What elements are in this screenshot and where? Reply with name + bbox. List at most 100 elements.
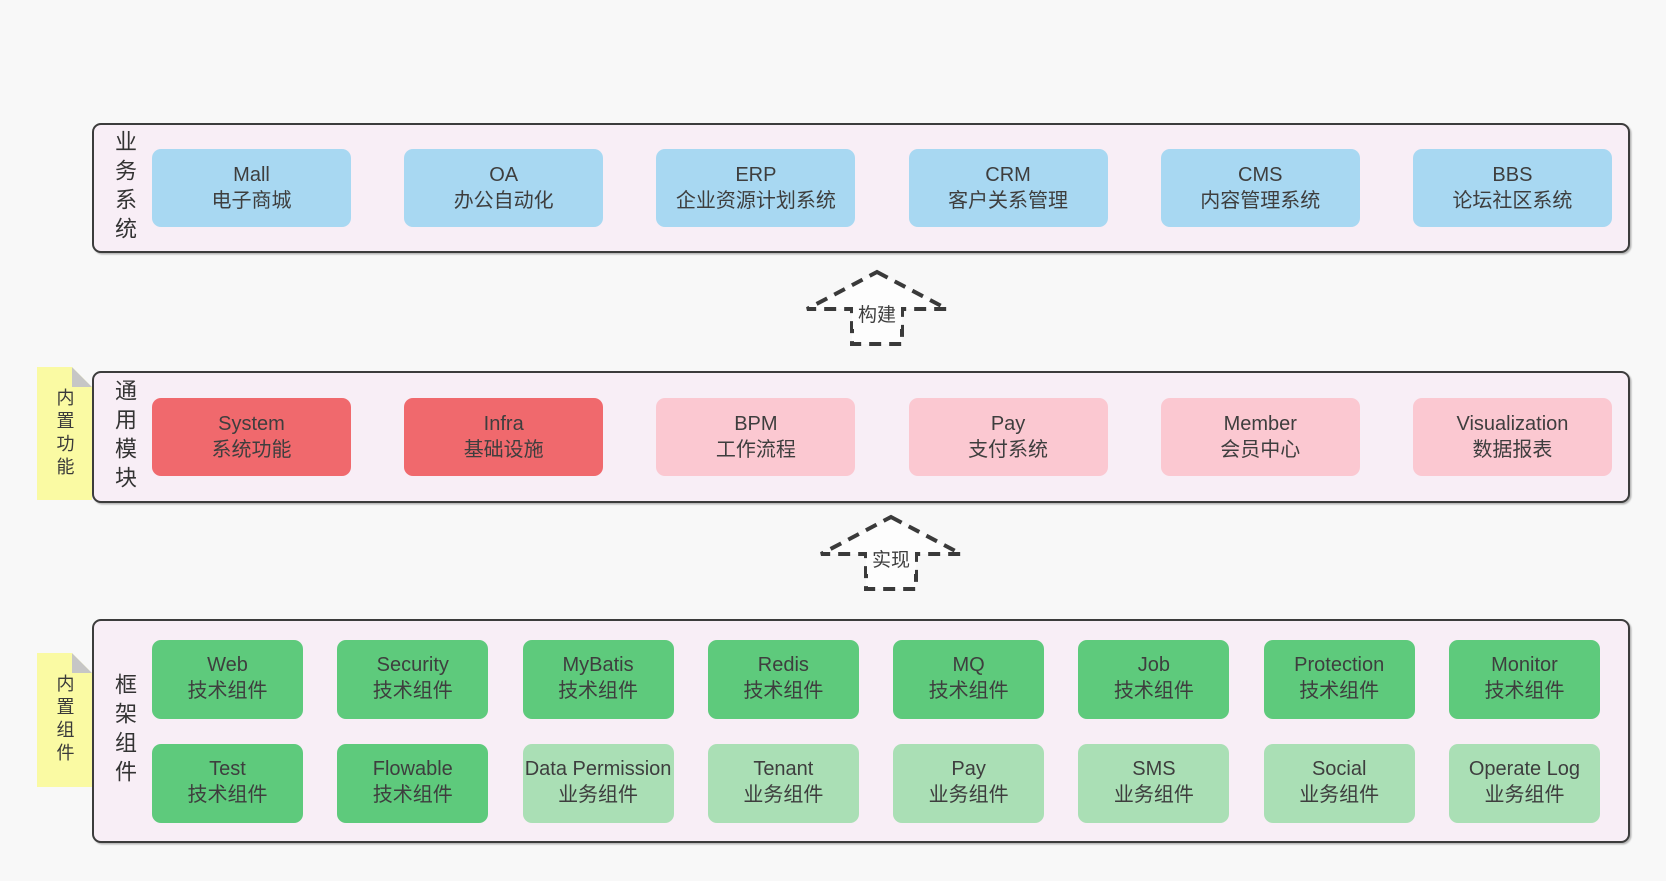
layer-common-modules: 通用模块 System 系统功能 Infra 基础设施 BPM 工作流程 Pay…	[92, 371, 1630, 503]
box-title: OA	[489, 163, 519, 186]
component-row-2: Test 技术组件 Flowable 技术组件 Data Permission …	[152, 743, 1600, 823]
box-test: Test 技术组件	[152, 743, 303, 823]
box-subtitle: 业务组件	[558, 784, 639, 806]
box-redis: Redis 技术组件	[707, 639, 859, 719]
box-subtitle: 业务组件	[928, 784, 1009, 806]
box-subtitle: 技术组件	[558, 680, 639, 702]
box-subtitle: 技术组件	[1113, 680, 1194, 702]
box-title: CRM	[985, 163, 1031, 186]
box-subtitle: 会员中心	[1220, 439, 1301, 461]
box-title: SMS	[1132, 758, 1176, 781]
box-title: Member	[1223, 412, 1297, 435]
box-subtitle: 数据报表	[1472, 439, 1553, 461]
box-operate-log: Operate Log 业务组件	[1448, 743, 1600, 823]
box-oa: OA 办公自动化	[404, 149, 604, 227]
box-cms: CMS 内容管理系统	[1160, 149, 1360, 227]
box-bbs: BBS 论坛社区系统	[1412, 149, 1612, 227]
box-subtitle: 论坛社区系统	[1452, 190, 1573, 212]
box-subtitle: 客户关系管理	[948, 190, 1069, 212]
box-visualization: Visualization 数据报表	[1412, 398, 1612, 476]
layer-title-framework-components: 框架组件	[112, 673, 137, 789]
box-mybatis: MyBatis 技术组件	[522, 639, 674, 719]
box-subtitle: 系统功能	[211, 439, 292, 461]
box-member: Member 会员中心	[1160, 398, 1360, 476]
box-subtitle: 工作流程	[715, 439, 796, 461]
box-subtitle: 支付系统	[968, 439, 1049, 461]
box-title: Job	[1137, 654, 1171, 677]
box-subtitle: 技术组件	[372, 680, 453, 702]
layer-content: Mall 电子商城 OA 办公自动化 ERP 企业资源计划系统 CRM 客户关系…	[152, 125, 1612, 251]
box-bpm: BPM 工作流程	[656, 398, 856, 476]
sticky-note-label: 内置功能	[54, 387, 75, 480]
box-subtitle: 办公自动化	[453, 190, 554, 212]
box-title: Pay	[990, 412, 1026, 435]
box-title: BBS	[1492, 163, 1533, 186]
box-title: Redis	[757, 654, 809, 677]
box-title: Infra	[483, 412, 524, 435]
box-title: Monitor	[1491, 654, 1558, 677]
box-social: Social 业务组件	[1263, 743, 1415, 823]
box-title: ERP	[735, 163, 777, 186]
sticky-note-built-in-components: 内置组件	[37, 653, 92, 787]
box-title: Tenant	[753, 758, 814, 781]
box-subtitle: 技术组件	[1484, 680, 1565, 702]
box-mq: MQ 技术组件	[893, 639, 1045, 719]
box-crm: CRM 客户关系管理	[908, 149, 1108, 227]
box-flowable: Flowable 技术组件	[337, 743, 489, 823]
layer-business-systems: 业务系统 Mall 电子商城 OA 办公自动化 ERP 企业资源计划系统 CRM…	[92, 123, 1630, 253]
box-mall: Mall 电子商城	[152, 149, 351, 227]
box-subtitle: 技术组件	[187, 784, 268, 806]
box-subtitle: 技术组件	[187, 680, 268, 702]
layer-content: Web 技术组件 Security 技术组件 MyBatis 技术组件 Redi…	[152, 621, 1600, 841]
box-system: System 系统功能	[152, 398, 351, 476]
layer-title-business-systems: 业务系统	[112, 130, 137, 246]
sticky-note-label: 内置组件	[54, 674, 75, 766]
box-subtitle: 内容管理系统	[1200, 190, 1321, 212]
box-subtitle: 业务组件	[1484, 784, 1565, 806]
box-erp: ERP 企业资源计划系统	[656, 149, 856, 227]
box-title: Test	[209, 758, 246, 781]
box-title: System	[218, 412, 285, 435]
box-infra: Infra 基础设施	[404, 398, 604, 476]
box-data-permission: Data Permission 业务组件	[522, 743, 674, 823]
arrow-label-build: 构建	[852, 298, 902, 329]
box-pay-business: Pay 业务组件	[893, 743, 1045, 823]
component-row-1: Web 技术组件 Security 技术组件 MyBatis 技术组件 Redi…	[152, 639, 1600, 719]
box-title: BPM	[734, 412, 778, 435]
box-title: Visualization	[1456, 412, 1569, 435]
box-subtitle: 业务组件	[1299, 784, 1380, 806]
box-subtitle: 技术组件	[743, 680, 824, 702]
box-pay: Pay 支付系统	[908, 398, 1108, 476]
box-title: MyBatis	[562, 654, 634, 677]
box-title: Social	[1311, 758, 1367, 781]
box-title: MQ	[952, 654, 985, 677]
box-subtitle: 企业资源计划系统	[675, 190, 836, 212]
box-title: Pay	[951, 758, 986, 781]
box-job: Job 技术组件	[1078, 639, 1230, 719]
box-subtitle: 业务组件	[743, 784, 824, 806]
box-subtitle: 基础设施	[463, 439, 544, 461]
arrow-up-implement: 实现	[816, 513, 966, 593]
sticky-note-built-in-features: 内置功能	[37, 367, 92, 500]
box-protection: Protection 技术组件	[1263, 639, 1415, 719]
box-subtitle: 技术组件	[928, 680, 1009, 702]
box-security: Security 技术组件	[337, 639, 489, 719]
box-monitor: Monitor 技术组件	[1448, 639, 1600, 719]
layer-framework-components: 框架组件 Web 技术组件 Security 技术组件 MyBatis 技术组件…	[92, 619, 1630, 843]
box-title: Web	[207, 654, 248, 677]
box-title: Security	[376, 654, 449, 677]
arrow-up-build: 构建	[802, 268, 952, 348]
box-subtitle: 技术组件	[372, 784, 453, 806]
box-tenant: Tenant 业务组件	[707, 743, 859, 823]
box-web: Web 技术组件	[152, 639, 303, 719]
box-title: Operate Log	[1468, 758, 1581, 781]
box-title: Data Permission	[524, 758, 672, 781]
box-title: CMS	[1238, 163, 1283, 186]
box-title: Mall	[233, 163, 270, 186]
layer-title-common-modules: 通用模块	[112, 379, 137, 495]
box-subtitle: 技术组件	[1299, 680, 1380, 702]
arrow-label-implement: 实现	[866, 543, 916, 574]
layer-content: System 系统功能 Infra 基础设施 BPM 工作流程 Pay 支付系统…	[152, 373, 1612, 501]
box-sms: SMS 业务组件	[1078, 743, 1230, 823]
box-subtitle: 业务组件	[1113, 784, 1194, 806]
